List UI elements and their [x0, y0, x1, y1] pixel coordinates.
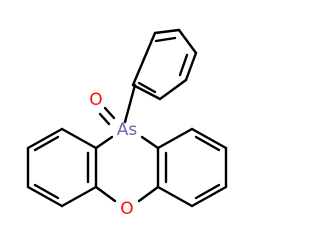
- bond-phenyl-6: [131, 31, 157, 87]
- phenyl-ring: [131, 28, 198, 101]
- bond-right-6: [156, 127, 194, 150]
- bond-phenyl-3: [184, 51, 198, 82]
- bond-phenyl-2: [177, 28, 198, 55]
- left-benzo-ring: [26, 127, 98, 208]
- bond-phenyl-inner-2: [178, 53, 189, 77]
- bond-right-5: [190, 127, 228, 150]
- bond-left-6: [60, 127, 98, 150]
- ring-oxygen-atom-label: O: [120, 199, 133, 219]
- bond-right-o: [137, 185, 160, 203]
- oxide-oxygen-atom-label: O: [89, 90, 102, 110]
- bond-phenyl-inner-1: [154, 36, 177, 43]
- molecule-structure: As O O: [26, 28, 228, 219]
- right-benzo-ring: [156, 127, 228, 208]
- bond-as-phenyl: [123, 83, 137, 124]
- bond-left-5: [26, 127, 64, 150]
- bond-left-inner-2: [33, 183, 60, 200]
- arsenic-atom-label: As: [117, 120, 138, 140]
- bond-left-inner-3: [33, 135, 60, 152]
- bond-phenyl-1: [153, 28, 181, 35]
- bond-as-o-2: [98, 112, 111, 126]
- arsine-oxide-bond: [98, 106, 116, 126]
- bond-as-left: [94, 135, 114, 150]
- bond-left-o: [94, 185, 117, 203]
- bond-phenyl-5: [131, 83, 162, 101]
- bond-left-3: [26, 185, 64, 208]
- bond-left-2: [60, 185, 98, 208]
- bond-as-right: [140, 135, 160, 150]
- bond-right-2: [156, 185, 194, 208]
- bond-as-o-1: [103, 106, 116, 120]
- bond-right-inner-2: [194, 183, 221, 200]
- bond-phenyl-4: [158, 78, 188, 101]
- bond-right-3: [190, 185, 228, 208]
- bond-right-inner-3: [194, 135, 221, 152]
- bond-phenyl-inner-3: [137, 81, 157, 94]
